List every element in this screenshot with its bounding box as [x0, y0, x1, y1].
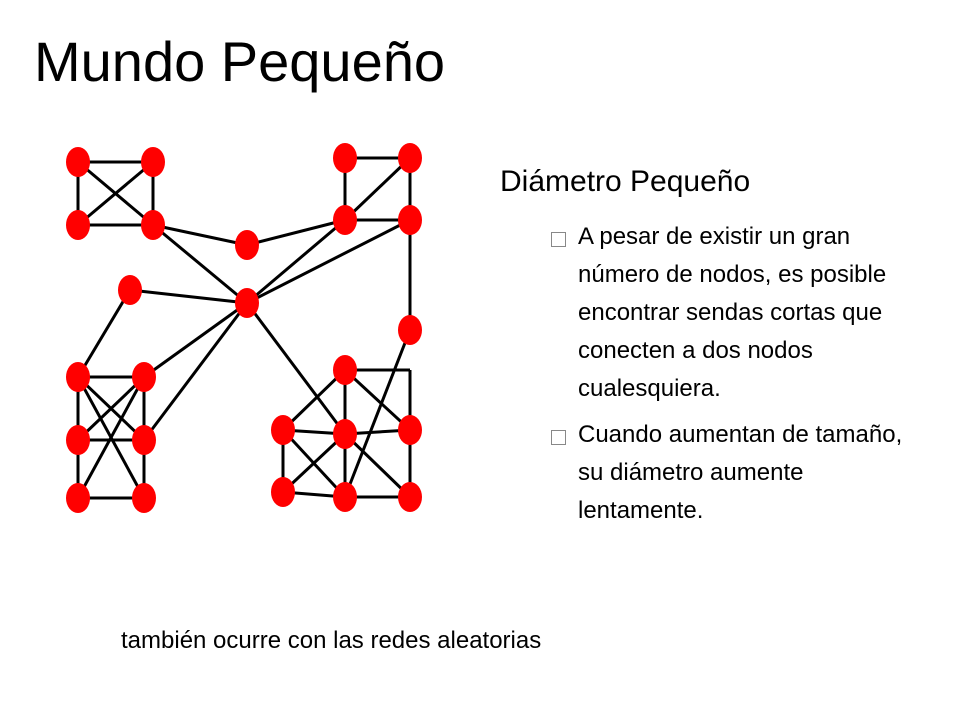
bullet-text: Cuando aumentan de tamaño, su diámetro a… [578, 421, 903, 524]
slide-title: Mundo Pequeño [34, 30, 446, 93]
network-nodes [66, 143, 422, 513]
network-edge [343, 368, 412, 432]
network-edge [152, 223, 248, 305]
network-node [66, 425, 90, 455]
network-node [132, 425, 156, 455]
network-node [398, 415, 422, 445]
network-node [398, 143, 422, 173]
footnote: también ocurre con las redes aleatorias [121, 627, 542, 654]
network-node [333, 355, 357, 385]
network-node [398, 315, 422, 345]
bullet-text: A pesar de existir un gran número de nod… [578, 223, 887, 402]
network-node [333, 143, 357, 173]
network-node [333, 482, 357, 512]
network-node [398, 205, 422, 235]
network-edge [142, 302, 249, 441]
network-node [235, 230, 259, 260]
network-edge [246, 218, 411, 305]
network-edge [281, 368, 347, 432]
network-node [118, 275, 142, 305]
network-edge [76, 375, 146, 442]
network-edge [76, 376, 146, 499]
network-node [66, 210, 90, 240]
network-node [398, 482, 422, 512]
bullet-item: Cuando aumentan de tamaño, su diámetro a… [545, 416, 905, 530]
network-node [271, 477, 295, 507]
network-edge [152, 223, 248, 247]
network-edges [76, 156, 412, 500]
bullet-item: A pesar de existir un gran número de nod… [545, 218, 905, 408]
square-bullet-icon [551, 430, 566, 445]
network-node [66, 147, 90, 177]
network-edge [245, 302, 347, 435]
network-node [132, 362, 156, 392]
network-edge [76, 289, 132, 378]
square-bullet-icon [551, 232, 566, 247]
network-edge [77, 160, 154, 227]
network-node [141, 210, 165, 240]
network-edge [343, 329, 412, 498]
network-node [66, 362, 90, 392]
network-node [132, 483, 156, 513]
network-node [235, 288, 259, 318]
network-edge [129, 288, 248, 305]
network-node [66, 483, 90, 513]
network-edge [343, 156, 412, 222]
section-heading: Diámetro Pequeño [500, 165, 751, 198]
network-edge [246, 218, 346, 305]
network-edge [281, 432, 347, 494]
network-node [333, 205, 357, 235]
network-node [271, 415, 295, 445]
network-edge [343, 432, 412, 499]
network-node [333, 419, 357, 449]
bullet-list: A pesar de existir un gran número de nod… [545, 218, 905, 538]
network-edge [246, 218, 346, 247]
network-node [141, 147, 165, 177]
network-edge [143, 301, 248, 379]
